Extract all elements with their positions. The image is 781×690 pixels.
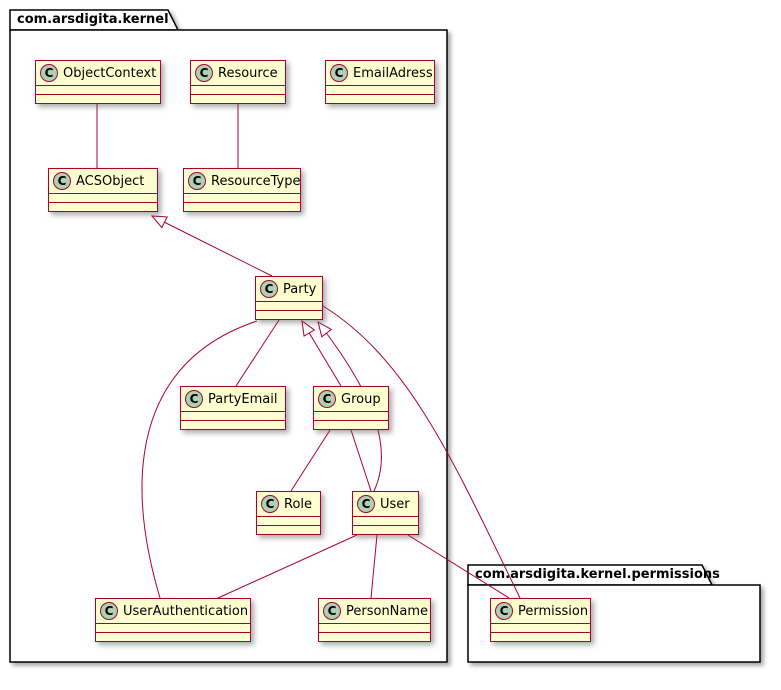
- class-name: PersonName: [346, 603, 429, 619]
- class-userauthentication: C UserAuthentication: [95, 598, 251, 642]
- class-name: UserAuthentication: [123, 603, 249, 619]
- methods-compartment: [256, 310, 322, 319]
- class-header: C User: [353, 492, 418, 516]
- attributes-compartment: [326, 85, 434, 94]
- class-header: C Role: [257, 492, 320, 516]
- methods-compartment: [326, 94, 434, 103]
- attributes-compartment: [256, 301, 322, 310]
- class-header: C Party: [256, 277, 322, 301]
- class-name: PartyEmail: [208, 391, 278, 407]
- class-name: Group: [341, 391, 381, 407]
- attributes-compartment: [314, 411, 388, 420]
- class-role: C Role: [256, 491, 321, 535]
- edge-user-userauthentication: [217, 534, 358, 599]
- class-icon: C: [53, 172, 71, 190]
- class-header: C PartyEmail: [181, 387, 285, 411]
- class-name: ResourceType: [211, 173, 301, 189]
- methods-compartment: [36, 94, 160, 103]
- class-icon: C: [323, 602, 341, 620]
- methods-compartment: [314, 420, 388, 429]
- attributes-compartment: [491, 623, 590, 632]
- class-header: C UserAuthentication: [96, 599, 250, 623]
- class-user: C User: [352, 491, 419, 535]
- class-header: C ACSObject: [49, 169, 157, 193]
- class-icon: C: [495, 602, 513, 620]
- edge-group-user: [350, 429, 372, 492]
- class-objectcontext: C ObjectContext: [35, 60, 161, 104]
- relationship-edges: [96, 104, 521, 599]
- edge-partyemail-party: [235, 319, 280, 387]
- edge-userauthentication-party: [141, 320, 258, 599]
- methods-compartment: [184, 202, 300, 211]
- class-icon: C: [330, 64, 348, 82]
- attributes-compartment: [184, 193, 300, 202]
- class-icon: C: [261, 495, 279, 513]
- class-name: Permission: [518, 603, 589, 619]
- class-name: Resource: [218, 65, 278, 81]
- class-icon: C: [357, 495, 375, 513]
- attributes-compartment: [181, 411, 285, 420]
- class-emailadress: C EmailAdress: [325, 60, 435, 104]
- class-header: C ResourceType: [184, 169, 300, 193]
- attributes-compartment: [257, 516, 320, 525]
- attributes-compartment: [319, 623, 430, 632]
- methods-compartment: [191, 94, 285, 103]
- class-permission: C Permission: [490, 598, 591, 642]
- class-party: C Party: [255, 276, 323, 320]
- attributes-compartment: [49, 193, 157, 202]
- class-header: C PersonName: [319, 599, 430, 623]
- class-group: C Group: [313, 386, 389, 430]
- class-acsobject: C ACSObject: [48, 168, 158, 212]
- methods-compartment: [49, 202, 157, 211]
- class-name: Party: [283, 281, 317, 297]
- class-resourcetype: C ResourceType: [183, 168, 301, 212]
- attributes-compartment: [36, 85, 160, 94]
- package-kernel-title: com.arsdigita.kernel: [17, 12, 169, 27]
- class-icon: C: [318, 390, 336, 408]
- edge-user-permission: [407, 534, 510, 599]
- class-personname: C PersonName: [318, 598, 431, 642]
- package-kernel-shape: [9, 9, 448, 663]
- methods-compartment: [257, 525, 320, 534]
- class-name: EmailAdress: [353, 65, 433, 81]
- class-name: ObjectContext: [63, 65, 157, 81]
- attributes-compartment: [191, 85, 285, 94]
- edge-user-personname: [370, 534, 378, 599]
- class-resource: C Resource: [190, 60, 286, 104]
- methods-compartment: [319, 632, 430, 641]
- edge-group-role: [290, 429, 331, 492]
- attributes-compartment: [96, 623, 250, 632]
- attributes-compartment: [353, 516, 418, 525]
- methods-compartment: [181, 420, 285, 429]
- class-icon: C: [188, 172, 206, 190]
- edge-permission-party: [322, 305, 521, 599]
- class-header: C ObjectContext: [36, 61, 160, 85]
- class-partyemail: C PartyEmail: [180, 386, 286, 430]
- class-name: ACSObject: [76, 173, 145, 189]
- class-header: C EmailAdress: [326, 61, 434, 85]
- methods-compartment: [353, 525, 418, 534]
- package-permissions-title: com.arsdigita.kernel.permissions: [475, 567, 720, 582]
- class-icon: C: [260, 280, 278, 298]
- edge-party-acsobject-inheritance: [150, 215, 273, 277]
- methods-compartment: [491, 632, 590, 641]
- class-icon: C: [40, 64, 58, 82]
- class-header: C Resource: [191, 61, 285, 85]
- methods-compartment: [96, 632, 250, 641]
- class-icon: C: [195, 64, 213, 82]
- class-icon: C: [185, 390, 203, 408]
- class-header: C Permission: [491, 599, 590, 623]
- class-icon: C: [100, 602, 118, 620]
- class-name: User: [380, 496, 410, 512]
- edge-group-party-inheritance: [301, 319, 342, 387]
- class-header: C Group: [314, 387, 388, 411]
- class-name: Role: [284, 496, 313, 512]
